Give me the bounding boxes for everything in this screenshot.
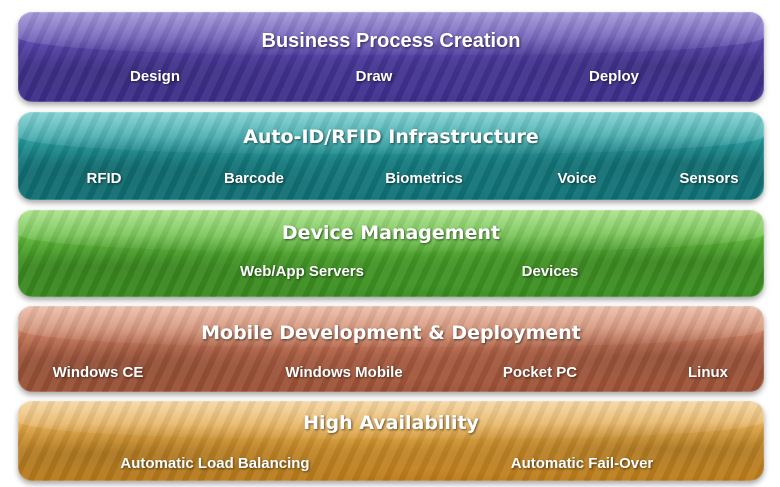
- layer-item-barcode: Barcode: [223, 170, 285, 187]
- layer-item-web-app-servers: Web/App Servers: [240, 263, 364, 280]
- layer-item-biometrics: Biometrics: [385, 170, 463, 187]
- layer-item-draw: Draw: [355, 68, 393, 85]
- layer-item-linux: Linux: [688, 364, 728, 381]
- layer-item-automatic-fail-over: Automatic Fail-Over: [510, 455, 654, 472]
- layer-title: High Availability: [303, 412, 479, 434]
- layer-item-automatic-load-balancing: Automatic Load Balancing: [120, 455, 310, 472]
- layer-item-deploy: Deploy: [588, 68, 640, 85]
- layer-title: Business Process Creation: [261, 30, 521, 52]
- layer-item-windows-mobile: Windows Mobile: [285, 364, 403, 381]
- layer-business-process-creation: Business Process Creation Design Draw De…: [18, 12, 764, 102]
- layer-title: Auto-ID/RFID Infrastructure: [243, 126, 539, 148]
- layer-auto-id-rfid-infrastructure: Auto-ID/RFID Infrastructure RFID Barcode…: [18, 112, 764, 200]
- layer-high-availability: High Availability Automatic Load Balanci…: [18, 401, 764, 481]
- layer-item-design: Design: [129, 68, 181, 85]
- layer-mobile-development-deployment: Mobile Development & Deployment Windows …: [18, 306, 764, 392]
- layer-device-management: Device Management Web/App Servers Device…: [18, 210, 764, 297]
- layer-title: Mobile Development & Deployment: [201, 322, 581, 344]
- layer-item-rfid: RFID: [86, 170, 122, 187]
- layer-item-voice: Voice: [557, 170, 597, 187]
- layer-item-devices: Devices: [521, 263, 579, 280]
- layer-item-sensors: Sensors: [679, 170, 739, 187]
- layer-title: Device Management: [281, 222, 501, 244]
- layer-item-windows-ce: Windows CE: [52, 364, 144, 381]
- layer-item-pocket-pc: Pocket PC: [502, 364, 578, 381]
